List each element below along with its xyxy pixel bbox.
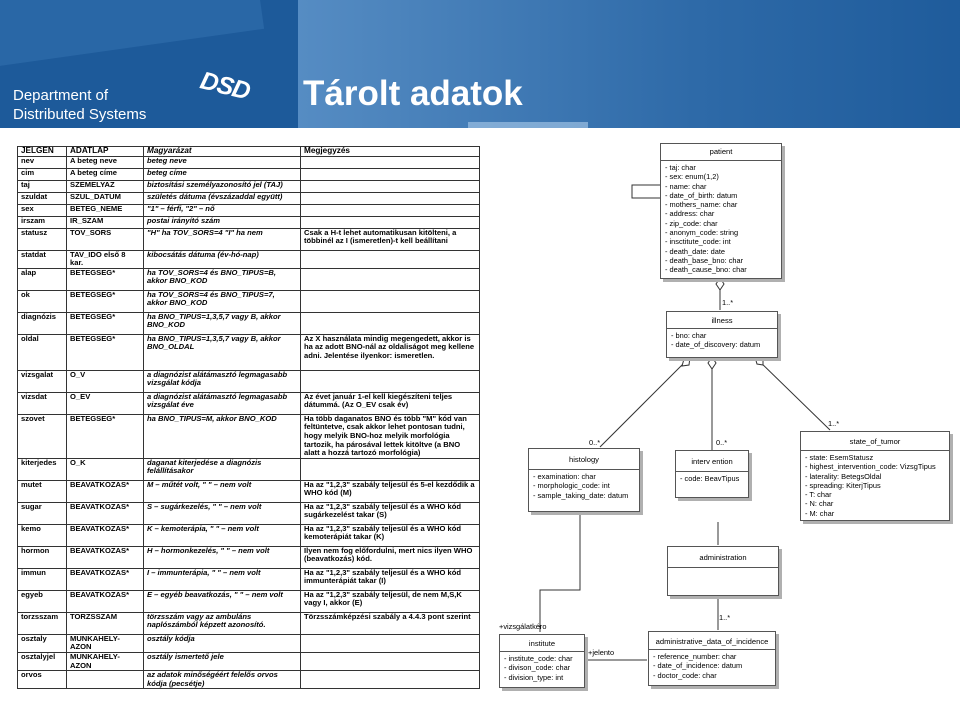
uml-attribute: - T: char — [805, 490, 832, 500]
uml-attribute: - date_of_incidence: datum — [653, 661, 743, 671]
uml-attribute: - M: char — [805, 508, 835, 518]
uml-class-intervention: interv ention - code: BeavTipus — [675, 450, 749, 498]
multiplicity-label: 1..* — [722, 298, 734, 307]
uml-attribute: - anonym_code: string — [665, 228, 739, 238]
table-cell: statdat — [17, 249, 67, 269]
uml-attribute: - N: char — [805, 499, 834, 509]
uml-class-state-of-tumor: state_of_tumor - state: EsemStatusz- hig… — [800, 431, 950, 521]
attribute-list: - institute_code: char- divison_code: ch… — [500, 652, 584, 684]
uml-class-institute: institute - institute_code: char- diviso… — [499, 634, 585, 688]
uml-attribute: - date_of_birth: datum — [665, 190, 738, 200]
multiplicity-label: 0..* — [716, 438, 728, 447]
uml-attribute: - mothers_name: char — [665, 200, 738, 210]
uml-attribute: - sample_taking_date: datum — [533, 490, 629, 500]
uml-attribute: - laterality: BetegsOldal — [805, 471, 882, 481]
uml-attribute: - institute_code: char — [504, 654, 573, 663]
table-cell: O_EV — [66, 391, 144, 415]
table-cell: ha BNO_TIPUS=1,3,5,7 vagy B, akkor BNO_O… — [143, 333, 301, 371]
uml-attribute: - death_base_bno: char — [665, 255, 744, 265]
uml-attribute: - spreading: KiterjTipus — [805, 480, 881, 490]
uml-class-administration: administration — [667, 546, 779, 596]
uml-attribute: - name: char — [665, 181, 707, 191]
uml-attribute: - highest_intervention_code: VizsgTipus — [805, 462, 936, 472]
attribute-list: - taj: char- sex: enum(1,2)- name: char-… — [661, 161, 781, 277]
title-banner: Tárolt adatok — [298, 0, 960, 128]
attribute-list: - state: EsemStatusz- highest_interventi… — [801, 451, 949, 520]
table-cell — [300, 670, 480, 690]
department-banner: Department of Distributed Systems DSD — [0, 0, 298, 128]
data-spec-table: JELGEN ADATLAP Magyarázat Megjegyzés nev… — [17, 146, 480, 690]
attribute-list: - code: BeavTipus — [676, 472, 748, 485]
uml-attribute: - division_type: int — [504, 672, 564, 682]
multiplicity-label: 1..* — [719, 613, 731, 622]
department-name: Department of Distributed Systems — [13, 87, 147, 123]
uml-class-patient: patient - taj: char- sex: enum(1,2)- nam… — [660, 143, 782, 279]
table-cell: szovet — [17, 413, 67, 459]
table-cell: Ha az "1,2,3" szabály teljesül és a WHO … — [300, 501, 480, 525]
uml-attribute: - doctor_code: char — [653, 670, 717, 680]
uml-class-administrative-data-of-incidence: administrative_data_of_incidence - refer… — [648, 631, 776, 686]
table-cell: kibocsátás dátuma (év-hó-nap) — [143, 249, 301, 269]
attribute-list: - reference_number: char- date_of_incide… — [649, 650, 775, 682]
uml-attribute: - state: EsemStatusz — [805, 453, 874, 462]
uml-attribute: - bno: char — [671, 331, 707, 340]
attribute-list: - bno: char- date_of_discovery: datum — [667, 329, 777, 352]
uml-attribute: - reference_number: char — [653, 652, 737, 661]
uml-class-histology: histology - examination: char- morpholog… — [528, 448, 640, 512]
table-cell: Csak a H-t lehet automatikusan kitölteni… — [300, 227, 480, 251]
uml-attribute: - zip_code: char — [665, 218, 718, 228]
uml-attribute: - address: char — [665, 209, 715, 219]
table-cell: oldal — [17, 333, 67, 371]
uml-attribute: - taj: char — [665, 163, 696, 172]
uml-attribute: - sex: enum(1,2) — [665, 172, 719, 182]
table-cell: BETEGSEG* — [66, 413, 144, 459]
multiplicity-label: 1..* — [828, 419, 840, 428]
uml-attribute: - morphologic_code: int — [533, 481, 610, 491]
attribute-list: - examination: char- morphologic_code: i… — [529, 470, 639, 502]
multiplicity-label: 0..* — [589, 438, 601, 447]
uml-class-illness: illness - bno: char- date_of_discovery: … — [666, 311, 778, 358]
header: Department of Distributed Systems DSD Tá… — [0, 0, 960, 128]
uml-attribute: - death_date: date — [665, 246, 725, 256]
role-label: +vizsgálatkéro — [499, 622, 547, 631]
uml-attribute: - divison_code: char — [504, 663, 571, 673]
uml-attribute: - date_of_discovery: datum — [671, 340, 761, 350]
table-cell: az adatok minőségéért felelős orvos kódj… — [143, 670, 301, 690]
uml-attribute: - examination: char — [533, 472, 596, 481]
table-cell: ha BNO_TIPUS=M, akkor BNO_KOD — [143, 413, 301, 459]
role-label: +jelento — [588, 648, 615, 657]
table-cell: Az X használata mindig megengedett, akko… — [300, 333, 480, 371]
table-cell: Ha több daganatos BNO és több "M" kód va… — [300, 413, 480, 459]
table-cell: BETEGSEG* — [66, 333, 144, 371]
table-cell: a diagnózist alátámasztó legmagasabb viz… — [143, 391, 301, 415]
table-cell — [300, 249, 480, 269]
uml-attribute: - insctitute_code: int — [665, 237, 731, 247]
table-cell: Az évet január 1-el kell kiegészíteni te… — [300, 391, 480, 415]
uml-attribute: - code: BeavTipus — [680, 474, 740, 483]
table-cell: TAV_IDO első 8 kar. — [66, 249, 144, 269]
uml-attribute: - death_cause_bno: char — [665, 265, 747, 275]
page-title: Tárolt adatok — [303, 74, 523, 113]
